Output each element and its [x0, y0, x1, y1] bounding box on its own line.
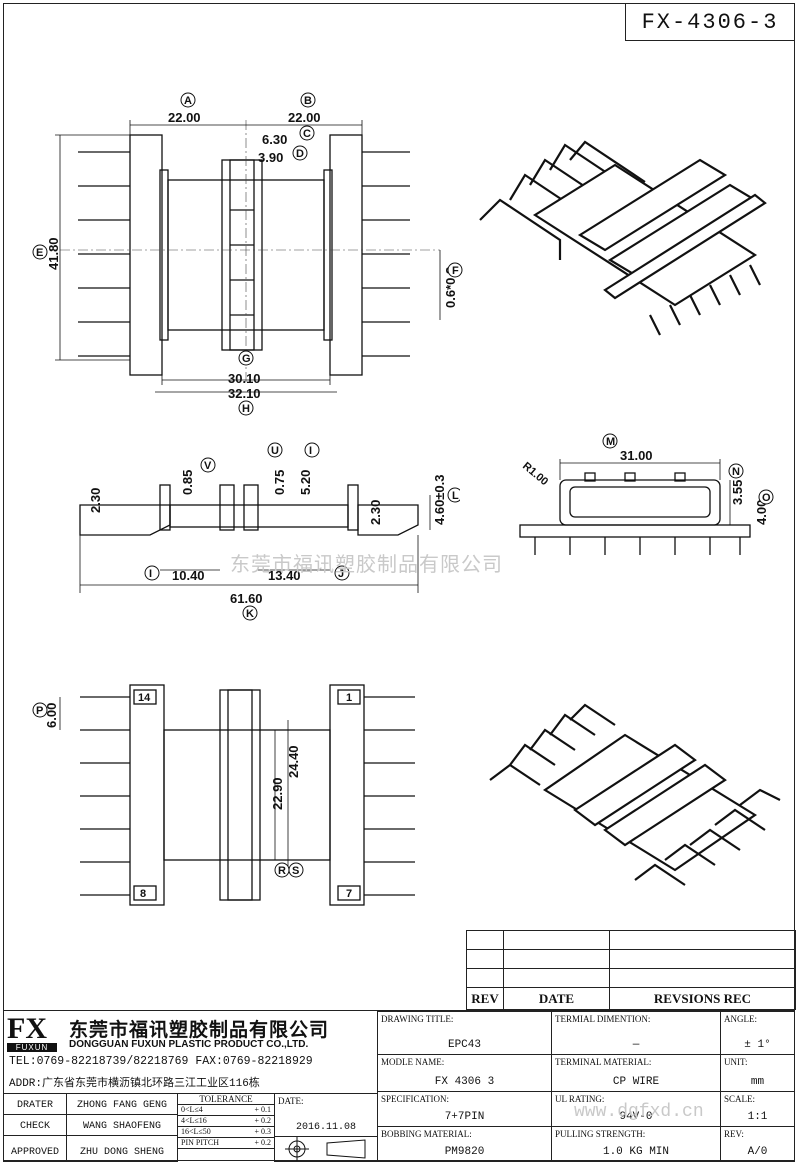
iso-view-bottom	[489, 703, 781, 886]
bobbin-cell: BOBBING MATERIAL:PM9820	[377, 1126, 552, 1162]
drater-cell: ZHONG FANG GENG	[66, 1093, 178, 1115]
dim-2-30-right: 2.30	[368, 500, 383, 525]
right-pins	[362, 151, 410, 357]
marker-e: E	[36, 247, 43, 259]
dim-4-00: 4.00	[754, 500, 769, 525]
term-mat-cell: TERMINAL MATERIAL:CP WIRE	[551, 1054, 721, 1092]
check-label-cell: CHECK	[3, 1114, 67, 1136]
drawing-title-cell: DRAWING TITLE:EPC43	[377, 1011, 552, 1055]
dim-61-60: 61.60	[230, 591, 263, 606]
pin-label-14: 14	[138, 692, 151, 704]
side-view: 2.30 0.85 0.75 5.20 4.60±0.3 2.30 10.40 …	[79, 442, 460, 621]
marker-h: H	[242, 403, 250, 415]
marker-l: L	[452, 490, 459, 502]
model-cell: MODLE NAME:FX 4306 3	[377, 1054, 552, 1092]
dim-4-60: 4.60±0.3	[432, 474, 447, 525]
company-tel: TEL:0769-82218739/82218769 FAX:0769-8221…	[9, 1055, 313, 1068]
marker-a: A	[184, 95, 192, 107]
marker-v: V	[204, 460, 212, 472]
marker-k: K	[246, 608, 254, 620]
date-header: DATE	[503, 987, 610, 1010]
drawing-number: FX-4306-3	[625, 3, 795, 41]
marker-i-top: I	[309, 445, 312, 457]
marker-s: S	[292, 865, 299, 877]
unit-cell: UNIT:mm	[720, 1054, 795, 1092]
date-cell: DATE: 2016.11.08	[274, 1093, 378, 1137]
top-view: 22.00 22.00 6.30 3.90 41.80 0.6*0.8 30.1…	[32, 92, 463, 416]
bottom-view: 6.00 22.90 24.40 P R S 14 1 8 7	[32, 684, 415, 906]
right-flange	[329, 134, 363, 376]
dim-22-right: 22.00	[288, 110, 321, 125]
dim-22-90: 22.90	[270, 777, 285, 810]
approved-cell: ZHU DONG SHENG	[66, 1135, 178, 1162]
marker-f: F	[452, 265, 459, 277]
projection-symbol	[274, 1136, 378, 1162]
dim-10-40: 10.40	[172, 568, 205, 583]
marker-r: R	[278, 865, 286, 877]
dim-30-10: 30.10	[228, 371, 261, 386]
dim-3-90: 3.90	[258, 150, 283, 165]
dim-0-85: 0.85	[180, 470, 195, 495]
dim-6-30: 6.30	[262, 132, 287, 147]
dim-31-00: 31.00	[620, 448, 653, 463]
title-block: FX FUXUN 东莞市福讯塑胶制品有限公司 DONGGUAN FUXUN PL…	[3, 1010, 795, 1162]
dim-5-20: 5.20	[298, 470, 313, 495]
company-name-cn: 东莞市福讯塑胶制品有限公司	[69, 1020, 330, 1041]
marker-m: M	[606, 436, 615, 448]
dim-6-00: 6.00	[44, 703, 59, 728]
company-logo: FX FUXUN	[7, 1014, 67, 1055]
drater-label-cell: DRATER	[3, 1093, 67, 1115]
dim-41-80: 41.80	[46, 237, 61, 270]
check-cell: WANG SHAOFENG	[66, 1114, 178, 1136]
marker-b: B	[304, 95, 312, 107]
dim-32-10: 32.10	[228, 386, 261, 401]
marker-c: C	[303, 128, 311, 140]
sheet-border	[3, 3, 795, 1161]
dim-2-30-left: 2.30	[88, 488, 103, 513]
angle-cell: ANGLE:± 1°	[720, 1011, 795, 1055]
pin-label-8: 8	[140, 888, 146, 900]
marker-n: N	[732, 466, 740, 478]
dim-0-75: 0.75	[272, 470, 287, 495]
spec-cell: SPECIFICATION:7+7PIN	[377, 1091, 552, 1127]
dim-24-40: 24.40	[286, 745, 301, 778]
watermark-url: www.dgfxd.cn	[574, 1102, 704, 1122]
marker-p: P	[36, 705, 43, 717]
company-addr: ADDR:广东省东莞市横沥镇北环路三江工业区116栋	[9, 1078, 260, 1090]
scale-cell: SCALE:1:1	[720, 1091, 795, 1127]
company-name-en: DONGGUAN FUXUN PLASTIC PRODUCT CO.,LTD.	[69, 1039, 309, 1050]
watermark-company: 东莞市福讯塑胶制品有限公司	[230, 554, 503, 576]
term-dim-cell: TERMIAL DIMENTION:—	[551, 1011, 721, 1055]
marker-d: D	[296, 148, 304, 160]
marker-g: G	[242, 353, 251, 365]
pin-label-7: 7	[346, 888, 352, 900]
marker-o: O	[762, 492, 771, 504]
rev-header: REV	[466, 987, 504, 1010]
revisions-header: REVSIONS REC	[609, 987, 796, 1010]
marker-j: J	[338, 568, 344, 580]
iso-view-top	[479, 140, 767, 336]
pull-cell: PULLING STRENGTH:1.0 KG MIN	[551, 1126, 721, 1162]
left-pins	[78, 151, 130, 357]
dim-13-40: 13.40	[268, 568, 301, 583]
left-flange	[129, 134, 163, 376]
dim-r1-00: R1.00	[520, 460, 550, 488]
revision-table: REV DATE REVSIONS REC	[466, 930, 796, 1010]
marker-i-bottom: I	[149, 568, 152, 580]
dim-3-55: 3.55	[730, 480, 745, 505]
marker-u: U	[271, 445, 279, 457]
tolerance-row-4: PIN PITCH+ 0.2	[177, 1137, 275, 1149]
bottom-pins	[80, 696, 415, 896]
dim-22-left: 22.00	[168, 110, 201, 125]
pin-label-1: 1	[346, 692, 352, 704]
approved-label-cell: APPROVED	[3, 1135, 67, 1162]
rev-cell: REV:A/0	[720, 1126, 795, 1162]
end-view: 31.00 3.55 4.00 R1.00 M N O	[519, 433, 774, 555]
